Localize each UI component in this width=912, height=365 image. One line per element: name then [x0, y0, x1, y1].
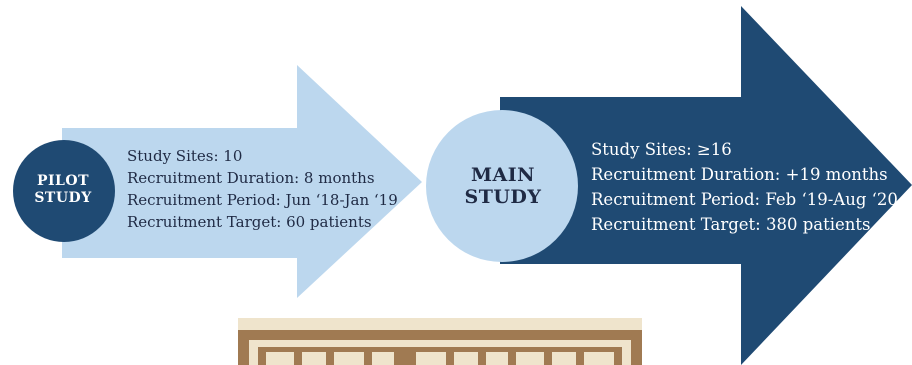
main-label-line1: MAIN — [470, 164, 536, 186]
pilot-label-line1: PILOT — [36, 173, 90, 189]
main-arrow — [500, 6, 912, 365]
pilot-circle — [13, 140, 115, 242]
pilot-recruitment-period: Recruitment Period: Jun ‘18-Jan ‘19 — [127, 191, 398, 209]
main-label-line2: STUDY — [464, 186, 542, 208]
main-study-sites: Study Sites: ≥16 — [591, 140, 732, 159]
main-recruitment-target: Recruitment Target: 380 patients — [591, 215, 871, 234]
pilot-study-label: PILOT STUDY — [14, 173, 112, 207]
pilot-details: Study Sites: 10 Recruitment Duration: 8 … — [127, 145, 398, 233]
pilot-recruitment-target: Recruitment Target: 60 patients — [127, 213, 372, 231]
main-circle — [426, 110, 578, 262]
main-recruitment-period: Recruitment Period: Feb ‘19-Aug ‘20 — [591, 190, 898, 209]
pilot-recruitment-duration: Recruitment Duration: 8 months — [127, 169, 375, 187]
pilot-arrow — [62, 65, 422, 298]
main-recruitment-duration: Recruitment Duration: +19 months — [591, 165, 888, 184]
cropped-badge-graphic — [238, 318, 642, 365]
pilot-label-line2: STUDY — [34, 190, 92, 206]
main-study-label: MAIN STUDY — [428, 164, 578, 208]
main-details: Study Sites: ≥16 Recruitment Duration: +… — [591, 137, 898, 237]
pilot-study-sites: Study Sites: 10 — [127, 147, 243, 165]
